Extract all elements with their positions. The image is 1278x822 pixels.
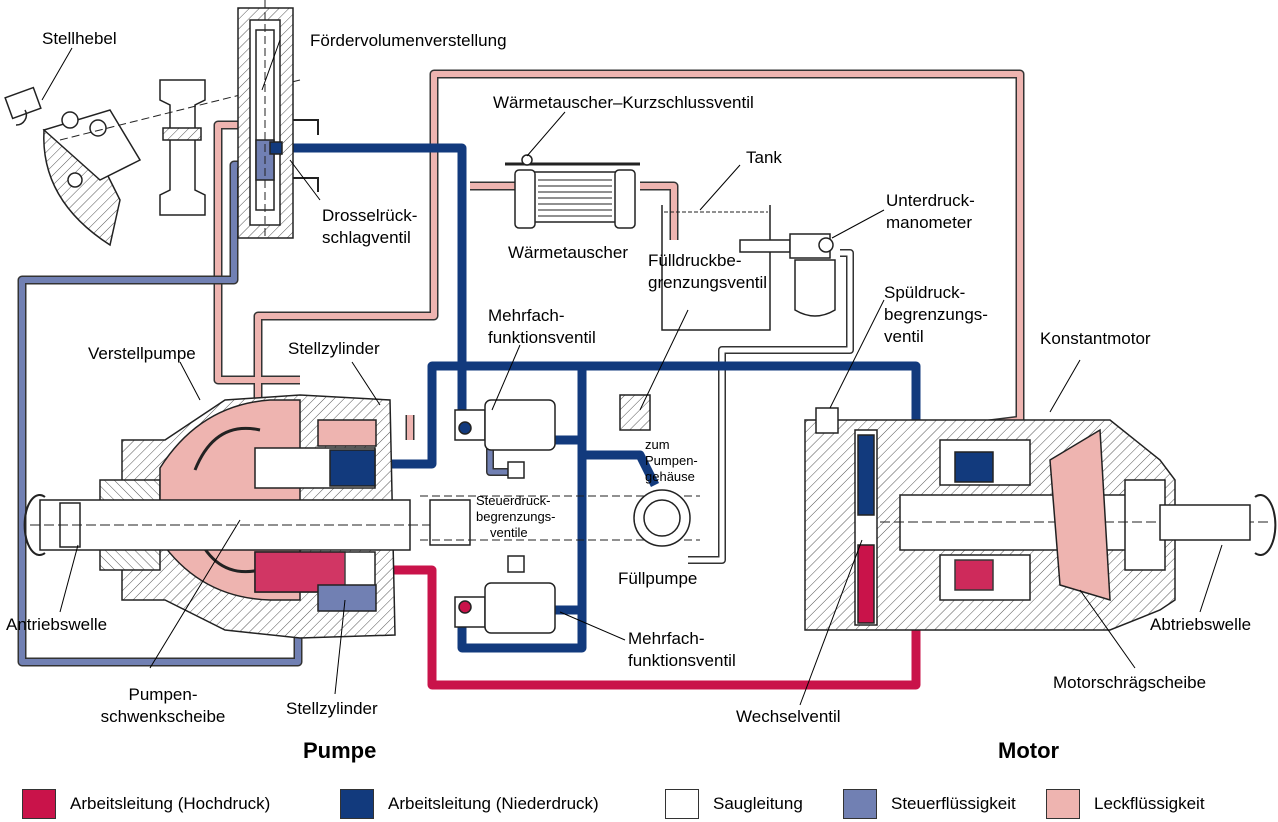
heading-motor: Motor bbox=[998, 738, 1060, 763]
label-steuerdruck-1: Steuerdruck- bbox=[476, 493, 551, 508]
label-pumpen-1: Pumpen- bbox=[128, 685, 198, 704]
label-spueldruck-2: begrenzungs- bbox=[884, 305, 988, 324]
label-fuellpumpe: Füllpumpe bbox=[618, 569, 698, 588]
label-drossel-1: Drosselrück- bbox=[322, 206, 418, 225]
label-mehrfach-bot-2: funktionsventil bbox=[628, 651, 736, 670]
label-wechselventil: Wechselventil bbox=[736, 707, 841, 726]
label-fuelldruck-1: Fülldruckbe- bbox=[648, 251, 742, 270]
label-foerdervolumenverstellung: Fördervolumenverstellung bbox=[310, 31, 507, 50]
tank bbox=[661, 205, 791, 331]
legend: Arbeitsleitung (Hochdruck) Arbeitsleitun… bbox=[0, 780, 1278, 820]
legend-item-high-pressure: Arbeitsleitung (Hochdruck) bbox=[22, 788, 270, 820]
label-stellzylinder-top: Stellzylinder bbox=[288, 339, 380, 358]
label-antriebswelle: Antriebswelle bbox=[6, 615, 108, 634]
legend-swatch bbox=[340, 789, 374, 819]
legend-item-low-pressure: Arbeitsleitung (Niederdruck) bbox=[340, 788, 599, 820]
label-abtriebswelle: Abtriebswelle bbox=[1150, 615, 1252, 634]
leader-lines bbox=[41, 39, 1223, 706]
legend-label: Saugleitung bbox=[713, 794, 803, 813]
label-mehrfach-top-1: Mehrfach- bbox=[488, 306, 565, 325]
lever-assembly bbox=[4, 79, 301, 247]
pump-housing bbox=[23, 394, 471, 639]
legend-item-leak: Leckflüssigkeit bbox=[1046, 788, 1205, 820]
heat-exchanger bbox=[505, 154, 640, 229]
label-stellhebel: Stellhebel bbox=[42, 29, 117, 48]
label-zum-2: Pumpen- bbox=[645, 453, 698, 468]
suction-line bbox=[688, 249, 854, 564]
label-spueldruck-3: ventil bbox=[884, 327, 924, 346]
label-stellzylinder-bottom: Stellzylinder bbox=[286, 699, 378, 718]
label-mehrfach-top-2: funktionsventil bbox=[488, 328, 596, 347]
legend-label: Arbeitsleitung (Niederdruck) bbox=[388, 794, 599, 813]
legend-item-control: Steuerflüssigkeit bbox=[843, 788, 1016, 820]
label-konstantmotor: Konstantmotor bbox=[1040, 329, 1151, 348]
label-motorschraegscheibe: Motorschrägscheibe bbox=[1053, 673, 1207, 692]
heading-pumpe: Pumpe bbox=[303, 738, 377, 763]
label-fuelldruck-2: grenzungsventil bbox=[648, 273, 768, 292]
legend-swatch bbox=[665, 789, 699, 819]
label-verstellpumpe: Verstellpumpe bbox=[88, 344, 196, 363]
label-steuerdruck-3: ventile bbox=[490, 525, 528, 540]
label-pumpen-2: schwenkscheibe bbox=[100, 707, 226, 726]
legend-label: Steuerflüssigkeit bbox=[891, 794, 1016, 813]
label-unterdruck-2: manometer bbox=[886, 213, 972, 232]
label-tank: Tank bbox=[746, 148, 782, 167]
label-zum-3: gehäuse bbox=[645, 469, 695, 484]
legend-swatch bbox=[22, 789, 56, 819]
legend-label: Arbeitsleitung (Hochdruck) bbox=[70, 794, 271, 813]
motor-housing bbox=[804, 407, 1277, 631]
valve-block bbox=[420, 394, 700, 634]
label-mehrfach-bot-1: Mehrfach- bbox=[628, 629, 705, 648]
label-drossel-2: schlagventil bbox=[322, 228, 411, 247]
displacement-control-unit bbox=[237, 0, 319, 240]
label-waermetauscher: Wärmetauscher bbox=[508, 243, 628, 262]
filter-and-gauge bbox=[789, 233, 836, 317]
label-waermetauscher-kurzschlussventil: Wärmetauscher–Kurzschlussventil bbox=[493, 93, 754, 112]
label-unterdruck-1: Unterdruck- bbox=[886, 191, 975, 210]
legend-swatch bbox=[1046, 789, 1080, 819]
label-zum-1: zum bbox=[645, 437, 670, 452]
legend-label: Leckflüssigkeit bbox=[1094, 794, 1205, 813]
legend-swatch bbox=[843, 789, 877, 819]
label-spueldruck-1: Spüldruck- bbox=[884, 283, 966, 302]
label-steuerdruck-2: begrenzungs- bbox=[476, 509, 556, 524]
legend-item-suction: Saugleitung bbox=[665, 788, 803, 820]
